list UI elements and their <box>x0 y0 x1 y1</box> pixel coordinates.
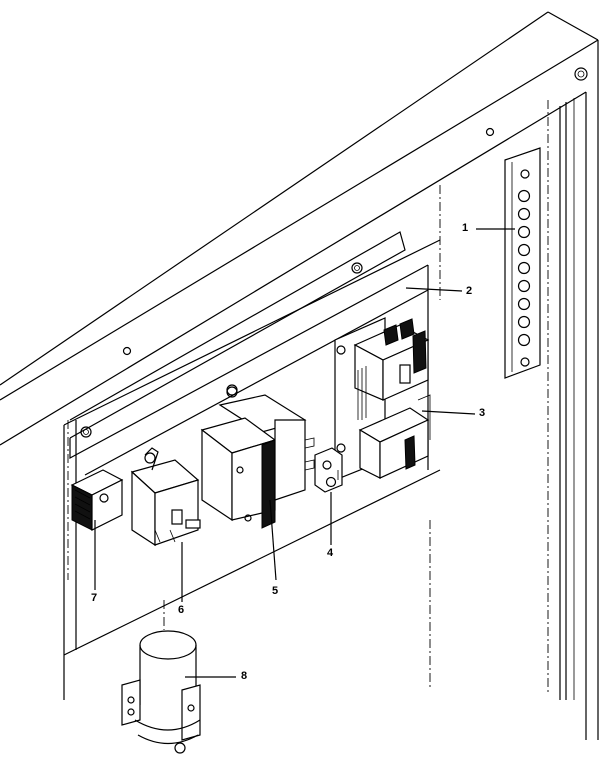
contactor-lower <box>358 394 431 479</box>
terminal-screws <box>517 189 531 347</box>
center-lines <box>67 100 549 695</box>
control-module <box>70 469 124 531</box>
pipe-fitting <box>121 630 201 754</box>
leader-lines <box>94 228 515 678</box>
ground-lug <box>314 447 343 493</box>
contactor-upper <box>334 317 430 481</box>
callout-6: 6 <box>178 604 185 616</box>
cabinet-frame <box>0 11 599 740</box>
callout-3: 3 <box>479 407 486 419</box>
callout-5: 5 <box>272 585 279 597</box>
callout-4: 4 <box>327 547 334 559</box>
mounting-panel <box>63 231 441 700</box>
callout-2: 2 <box>466 285 473 297</box>
small-relay <box>130 447 201 547</box>
callout-8: 8 <box>241 670 248 682</box>
transformer <box>200 386 315 529</box>
terminal-block <box>504 147 541 379</box>
callout-7: 7 <box>91 592 98 604</box>
callout-1: 1 <box>462 222 469 234</box>
